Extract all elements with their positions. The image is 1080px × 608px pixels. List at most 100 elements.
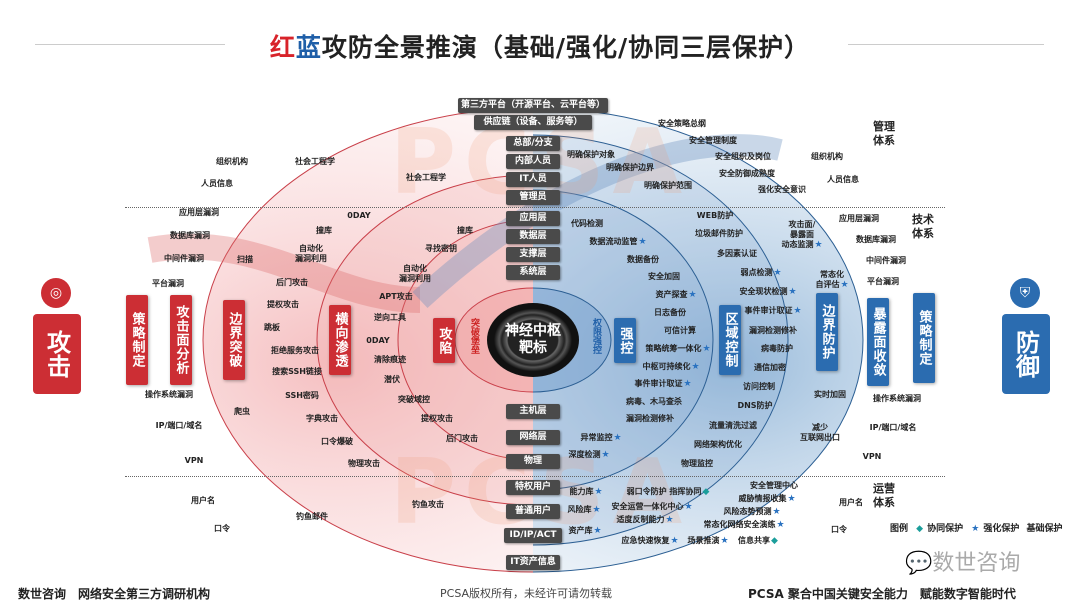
attack-label-item: 字典攻击 (306, 414, 338, 423)
defense-label-text: 安全加固 (648, 272, 680, 281)
defense-label-item: 安全加固 (648, 272, 680, 282)
system-label: 技术 体系 (912, 213, 934, 240)
defense-label-item: 明确保护对象 (567, 150, 615, 160)
defense-label-item: IP/端口/域名 (870, 423, 917, 433)
defense-label-text: VPN (862, 452, 882, 461)
defense-label-item: 强化安全意识 (758, 185, 806, 195)
defense-label-item: 攻击面/ 暴露面 动态监测★ (781, 220, 822, 250)
defense-label-item: 能力库★ (569, 487, 602, 497)
defense-label-text: WEB防护 (696, 211, 734, 220)
ring-right-label: 权限强控 (591, 318, 601, 354)
defense-label-item: 风险态势预测★ (723, 507, 780, 517)
attack-label-item: 平台漏洞 (152, 279, 184, 288)
defense-label-text: 访问控制 (743, 382, 775, 391)
defense-label-text: 安全组织及岗位 (715, 152, 771, 161)
defense-label-text: 代码检测 (571, 219, 603, 228)
star-icon: ★ (670, 536, 679, 546)
defense-label-text: 信息共享 (738, 536, 771, 545)
defense-label-text: 安全运营一体化中心 (611, 502, 684, 511)
stack-layer-box: IT资产信息 (506, 555, 560, 570)
defense-label-text: 病毒防护 (761, 344, 793, 353)
footer-center: PCSA版权所有，未经许可请勿转载 (440, 587, 613, 600)
defense-label-item: VPN (863, 452, 882, 462)
defense-label-item: 明确保护范围 (644, 181, 692, 191)
defense-label-text: 组织机构 (811, 152, 843, 161)
stack-layer-box: ID/IP/ACT (504, 528, 562, 543)
attack-label-item: 0DAY (366, 336, 390, 345)
defense-label-text: 实时加固 (814, 390, 846, 399)
defense-label-item: 明确保护边界 (606, 163, 654, 173)
defense-label-item: 场景推演★ (687, 536, 728, 546)
system-label: 运营 体系 (873, 482, 895, 509)
defense-label-item: 深度检测★ (568, 450, 609, 460)
footer-left: 数世咨询 网络安全第三方调研机构 (18, 587, 211, 601)
defense-label-text: 口令 (831, 525, 847, 534)
star-icon: ★ (814, 240, 823, 250)
defense-label-item: 网络架构优化 (694, 440, 742, 450)
star-icon: ★ (720, 536, 729, 546)
legend: 图例 ◆协同保护 ★强化保护 基础保护 (890, 521, 1066, 534)
defense-label-item: 漏洞检测修补 (626, 414, 674, 424)
defense-label-item: 常态化网络安全演练★ (703, 520, 784, 530)
stack-layer-box: 网络层 (506, 430, 560, 445)
defense-label-text: 应急快速恢复 (621, 536, 670, 545)
defense-label-text: 病毒、木马查杀 (626, 397, 682, 406)
brand-watermark-text: 数世咨询 (932, 551, 1021, 576)
attack-label-item: 人员信息 (201, 179, 233, 188)
defense-label-item: 事件审计取证★ (634, 379, 691, 389)
attack-stage-box: 攻击面分析 (170, 295, 192, 385)
title-blue: 蓝 (295, 33, 322, 62)
attack-stage-box: 横向渗透 (329, 305, 351, 375)
defense-label-text: 安全管理中心 (750, 481, 798, 490)
star-icon: ★ (776, 520, 785, 530)
defense-label-item: 人员信息 (827, 175, 859, 185)
defense-label-item: 安全运营一体化中心★ (611, 502, 692, 512)
title-red: 红 (269, 33, 296, 62)
stack-layer-box: 数据层 (506, 229, 560, 244)
defense-label-text: 用户名 (839, 498, 863, 507)
attack-label-item: 清除痕迹 (374, 355, 406, 364)
defense-label-item: 口令 (831, 525, 847, 535)
title-rule-right (848, 44, 1044, 45)
defense-label-text: 可信计算 (664, 326, 696, 335)
star-icon: ★ (787, 494, 796, 504)
star-icon: ★ (840, 280, 849, 290)
wechat-icon: 💬 (905, 551, 933, 576)
defense-label-item: 安全管理制度 (689, 136, 737, 146)
defense-label-text: 攻击面/ 暴露面 动态监测 (781, 220, 816, 249)
attack-label-item: 自动化 漏洞利用 (399, 264, 431, 283)
stack-layer-box: 管理员 (506, 190, 560, 205)
diamond-icon: ◆ (916, 524, 924, 534)
stack-layer-box: 供应链（设备、服务等） (474, 115, 592, 130)
defense-label-item: 威胁情报收集★ (738, 494, 795, 504)
defense-label-item: 漏洞检测修补 (749, 326, 797, 336)
defense-label-item: 垃圾邮件防护 (695, 229, 743, 239)
defense-label: 防御 (1002, 314, 1050, 394)
defense-label-text: 适度反制能力 (616, 515, 665, 524)
defense-label-text: 能力库 (569, 487, 594, 496)
brand-watermark: 💬数世咨询 (905, 545, 1020, 577)
defense-label-text: 漏洞检测修补 (749, 326, 797, 335)
defense-label-item: 弱点检测★ (740, 268, 781, 278)
defense-label-item: 资产库★ (568, 526, 601, 536)
defense-label-text: 强化安全意识 (758, 185, 806, 194)
defense-label-text: 事件审计取证 (634, 379, 683, 388)
defense-label-text: 明确保护范围 (644, 181, 692, 190)
attack-label-item: 爬虫 (234, 407, 250, 416)
legend-item: 基础保护 (1026, 524, 1063, 534)
attack-label-item: 数据库漏洞 (170, 231, 210, 240)
defense-label-item: 病毒防护 (761, 344, 793, 354)
diamond-icon: ◆ (771, 536, 778, 546)
defense-label-item: 策略统筹一体化★ (645, 344, 710, 354)
star-icon: ★ (702, 344, 711, 354)
attack-label-item: 撞库 (316, 226, 332, 235)
defense-label-item: 病毒、木马查杀 (626, 397, 682, 407)
defense-label-text: DNS防护 (737, 401, 773, 410)
stack-layer-box: 内部人员 (506, 154, 560, 169)
legend-item: 协同保护 (927, 524, 964, 534)
defense-label-item: 实时加固 (814, 390, 846, 400)
defense-label-item: 物理监控 (681, 459, 713, 469)
defense-label-text: 安全管理制度 (689, 136, 737, 145)
defense-label-text: 减少 互联网出口 (800, 423, 840, 442)
